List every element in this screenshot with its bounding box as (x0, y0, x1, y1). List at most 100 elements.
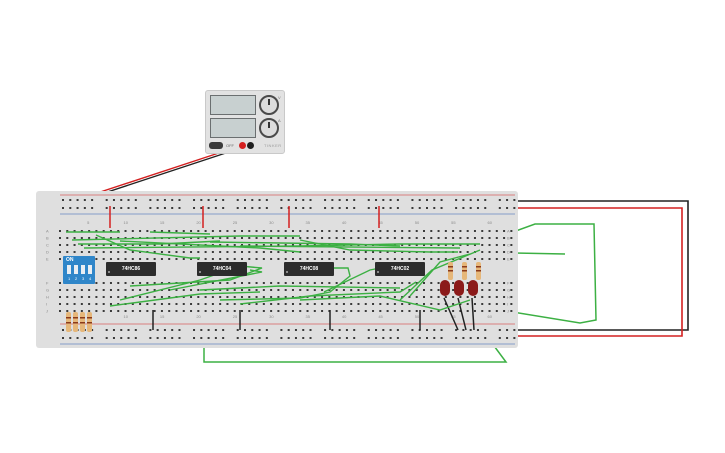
breadboard-hole[interactable] (182, 310, 185, 312)
led-ground-wire-1[interactable] (443, 297, 459, 331)
breadboard-hole[interactable] (291, 310, 294, 312)
breadboard-hole[interactable] (236, 207, 239, 209)
breadboard-hole[interactable] (324, 337, 327, 339)
breadboard-hole[interactable] (495, 251, 498, 253)
breadboard-hole[interactable] (488, 310, 491, 312)
breadboard-hole[interactable] (350, 251, 353, 253)
breadboard-hole[interactable] (328, 296, 331, 298)
breadboard-hole[interactable] (510, 258, 513, 260)
breadboard-hole[interactable] (124, 310, 127, 312)
breadboard-hole[interactable] (124, 296, 127, 298)
breadboard-hole[interactable] (248, 289, 251, 291)
breadboard-hole[interactable] (168, 251, 171, 253)
breadboard-hole[interactable] (233, 296, 236, 298)
breadboard-hole[interactable] (462, 337, 465, 339)
breadboard-hole[interactable] (342, 310, 345, 312)
breadboard-hole[interactable] (156, 337, 159, 339)
breadboard-hole[interactable] (168, 310, 171, 312)
breadboard-hole[interactable] (80, 230, 83, 232)
breadboard-hole[interactable] (102, 244, 105, 246)
breadboard-hole[interactable] (102, 251, 105, 253)
breadboard-hole[interactable] (109, 296, 112, 298)
breadboard-hole[interactable] (95, 310, 98, 312)
breadboard-hole[interactable] (219, 244, 222, 246)
breadboard-hole[interactable] (423, 258, 425, 260)
breadboard-hole[interactable] (331, 329, 334, 331)
breadboard-hole[interactable] (418, 199, 421, 201)
breadboard-hole[interactable] (309, 199, 312, 201)
breadboard-hole[interactable] (66, 310, 69, 312)
breadboard-hole[interactable] (473, 258, 476, 260)
breadboard-hole[interactable] (415, 258, 418, 260)
breadboard-hole[interactable] (182, 258, 185, 260)
breadboard-hole[interactable] (241, 230, 243, 232)
breadboard-hole[interactable] (459, 244, 462, 246)
breadboard-hole[interactable] (473, 237, 476, 239)
breadboard-hole[interactable] (423, 303, 425, 305)
breadboard-hole[interactable] (510, 244, 513, 246)
breadboard-hole[interactable] (270, 244, 273, 246)
breadboard-hole[interactable] (248, 251, 251, 253)
dip-toggle-3[interactable] (81, 265, 85, 274)
breadboard-hole[interactable] (117, 303, 120, 305)
breadboard-hole[interactable] (503, 237, 506, 239)
breadboard-hole[interactable] (393, 230, 396, 232)
breadboard-hole[interactable] (379, 296, 382, 298)
breadboard-hole[interactable] (109, 310, 112, 312)
breadboard-hole[interactable] (466, 282, 469, 284)
breadboard-hole[interactable] (426, 329, 428, 331)
breadboard-hole[interactable] (495, 237, 498, 239)
breadboard-hole[interactable] (437, 230, 440, 232)
dip-toggle-4[interactable] (88, 265, 92, 274)
breadboard-hole[interactable] (219, 303, 222, 305)
breadboard-hole[interactable] (335, 237, 338, 239)
breadboard-hole[interactable] (248, 303, 251, 305)
breadboard-hole[interactable] (80, 244, 83, 246)
breadboard-hole[interactable] (200, 329, 203, 331)
breadboard-hole[interactable] (430, 282, 433, 284)
breadboard-hole[interactable] (88, 230, 91, 232)
green-wire[interactable] (399, 249, 481, 301)
breadboard-hole[interactable] (226, 289, 229, 291)
breadboard-hole[interactable] (120, 207, 123, 209)
breadboard-hole[interactable] (430, 258, 433, 260)
breadboard-hole[interactable] (117, 237, 120, 239)
breadboard-hole[interactable] (270, 258, 273, 260)
breadboard-hole[interactable] (455, 199, 458, 201)
breadboard-hole[interactable] (236, 329, 239, 331)
breadboard-hole[interactable] (197, 237, 200, 239)
breadboard-hole[interactable] (160, 310, 163, 312)
breadboard-hole[interactable] (503, 289, 506, 291)
breadboard-hole[interactable] (222, 207, 225, 209)
breadboard-hole[interactable] (401, 230, 404, 232)
chip-74hc02[interactable]: 74HC02 (375, 262, 425, 276)
breadboard-hole[interactable] (408, 310, 411, 312)
breadboard-hole[interactable] (357, 251, 360, 253)
breadboard-hole[interactable] (255, 244, 258, 246)
breadboard-hole[interactable] (503, 282, 506, 284)
breadboard-hole[interactable] (105, 329, 108, 331)
breadboard-hole[interactable] (134, 337, 137, 339)
breadboard-hole[interactable] (364, 251, 367, 253)
breadboard-hole[interactable] (408, 296, 411, 298)
breadboard-hole[interactable] (379, 237, 382, 239)
rail-loop-red-wire[interactable] (487, 207, 683, 337)
rail-loop-black-wire[interactable] (487, 200, 689, 331)
breadboard-hole[interactable] (423, 282, 425, 284)
breadboard-hole[interactable] (124, 237, 127, 239)
breadboard-hole[interactable] (117, 282, 120, 284)
breadboard-hole[interactable] (153, 296, 156, 298)
breadboard-hole[interactable] (372, 289, 375, 291)
breadboard-hole[interactable] (258, 207, 261, 209)
breadboard-hole[interactable] (175, 258, 178, 260)
breadboard-hole[interactable] (131, 258, 134, 260)
breadboard-hole[interactable] (331, 199, 334, 201)
breadboard-hole[interactable] (197, 230, 200, 232)
breadboard-hole[interactable] (197, 303, 200, 305)
breadboard-hole[interactable] (88, 244, 91, 246)
breadboard-hole[interactable] (444, 310, 447, 312)
breadboard-hole[interactable] (503, 251, 506, 253)
breadboard-hole[interactable] (131, 282, 134, 284)
breadboard-hole[interactable] (80, 237, 83, 239)
breadboard-hole[interactable] (222, 337, 225, 339)
